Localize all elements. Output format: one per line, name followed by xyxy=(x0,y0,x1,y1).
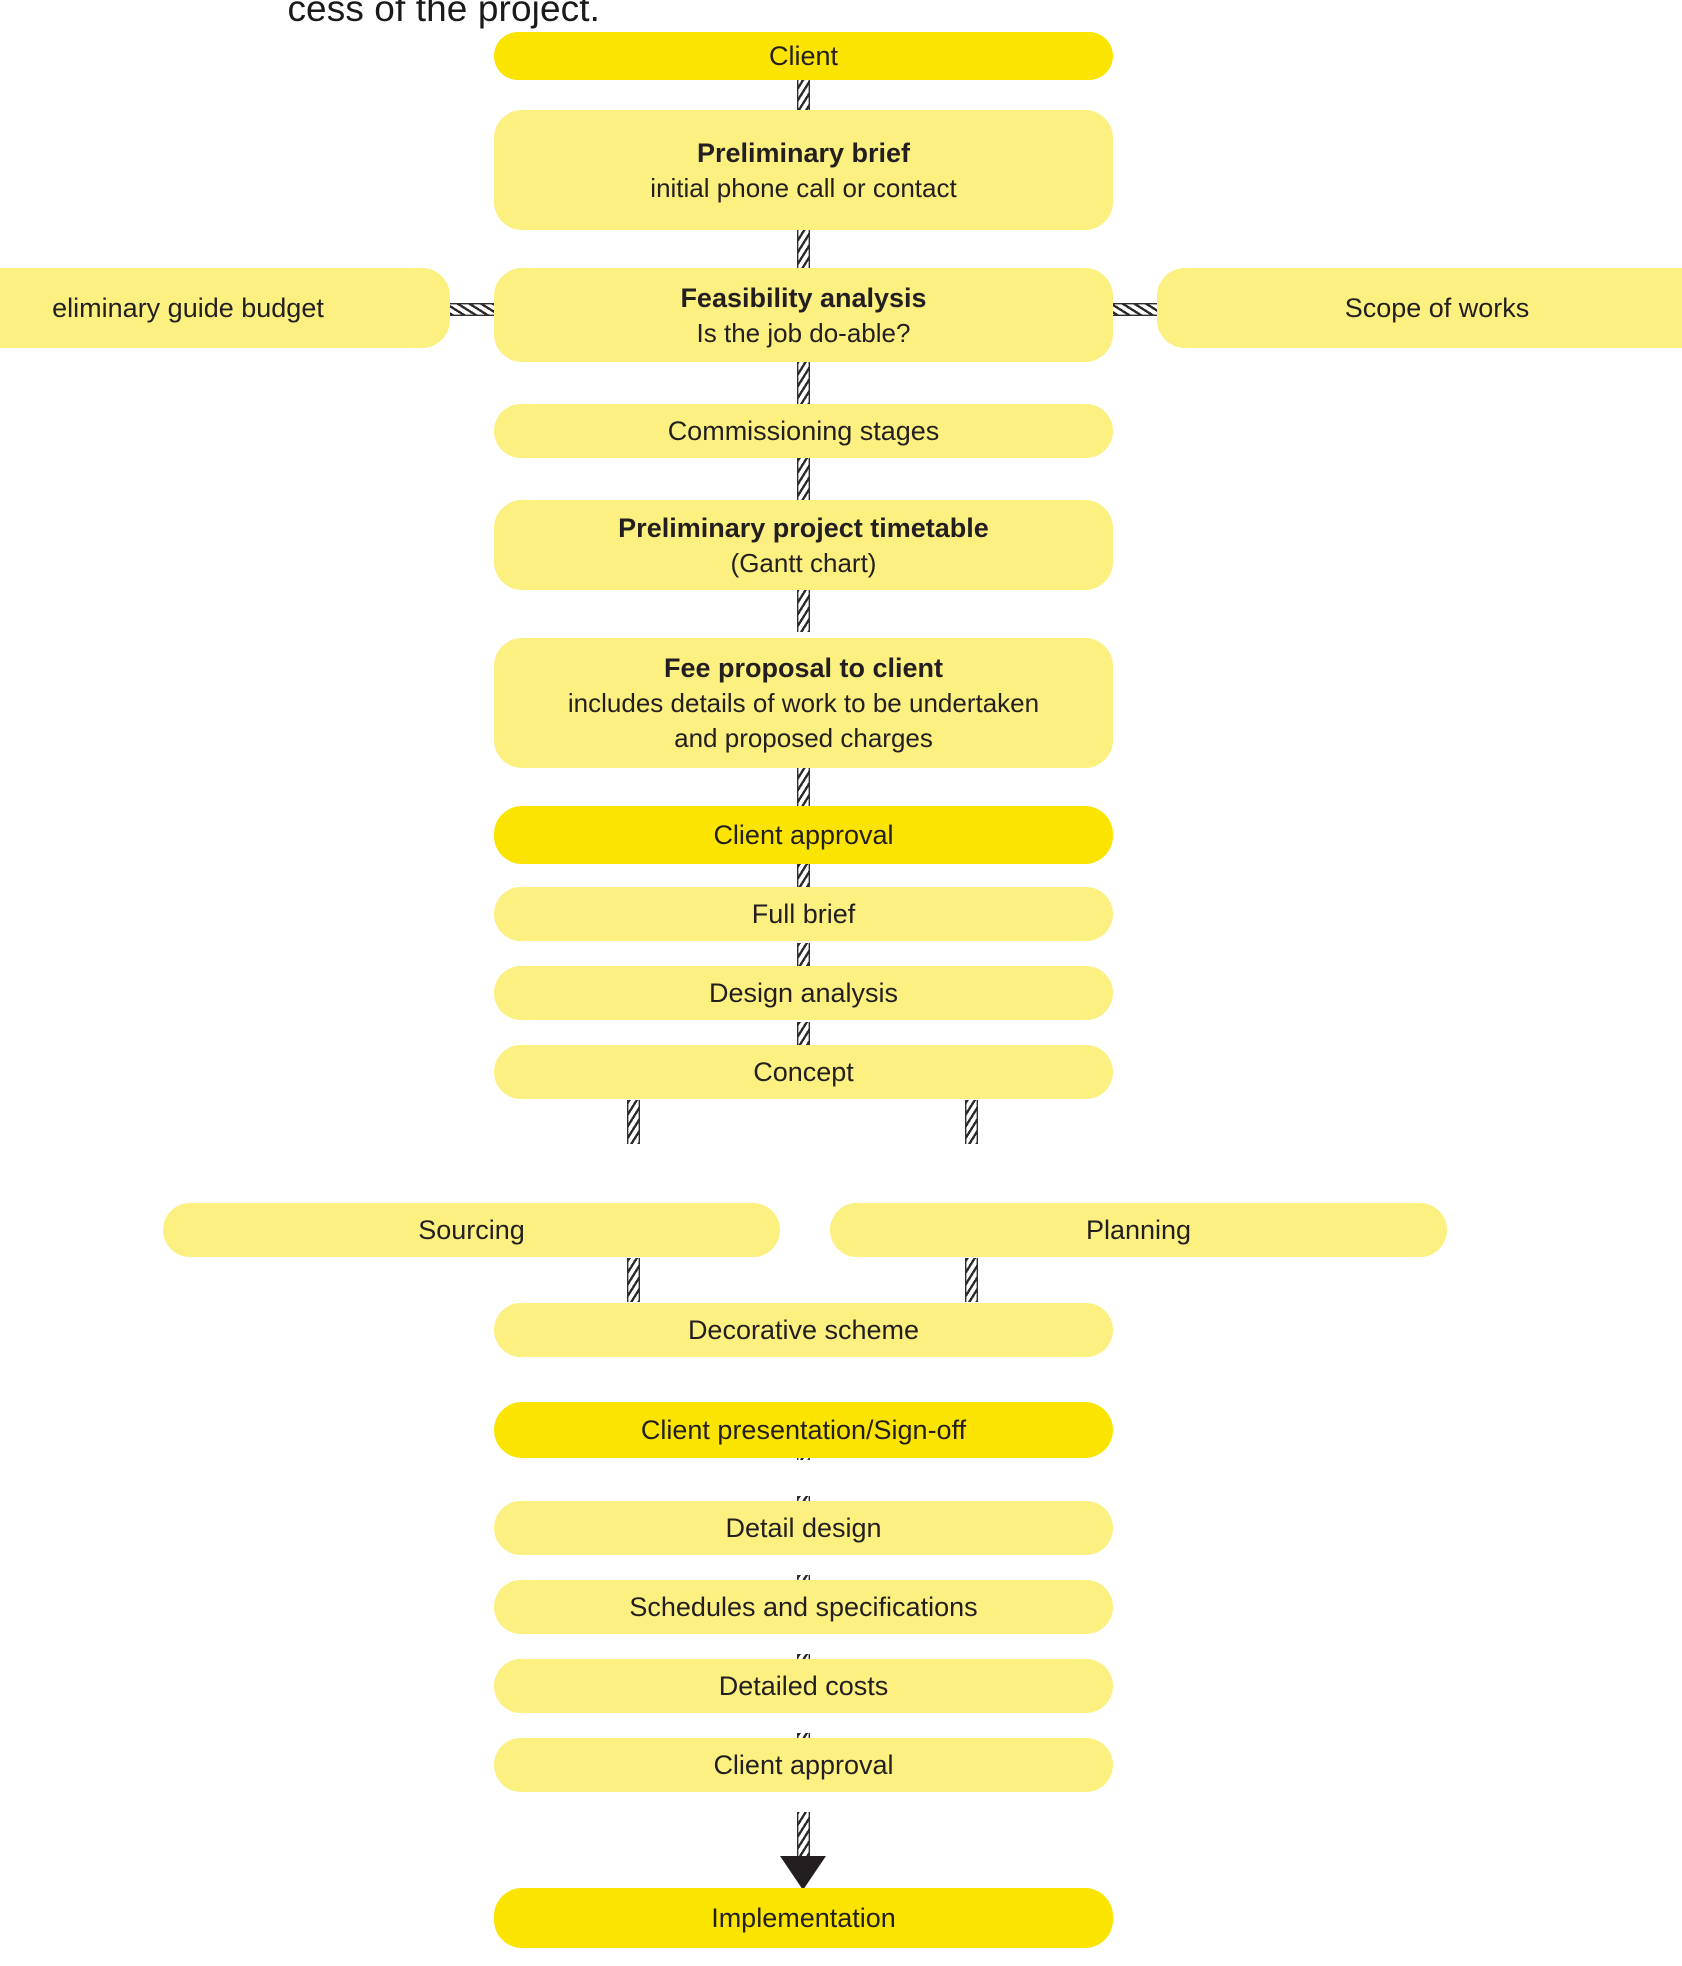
node-feasibility-analysis-label: Feasibility analysis xyxy=(680,282,927,313)
node-client-approval-first[interactable]: Client approval xyxy=(494,806,1113,864)
connector-feasibility-to-scope xyxy=(1105,303,1167,316)
node-decorative-scheme[interactable]: Decorative scheme xyxy=(494,1303,1113,1357)
node-preliminary-project-timetable-label: Preliminary project timetable xyxy=(618,512,989,543)
node-preliminary-project-timetable[interactable]: Preliminary project timetable (Gantt cha… xyxy=(494,500,1113,590)
node-preliminary-guide-budget[interactable]: eliminary guide budget xyxy=(0,268,450,348)
node-client-approval-second[interactable]: Client approval xyxy=(494,1738,1113,1792)
connector-client-approval-to-implementation xyxy=(797,1812,810,1866)
node-concept-label: Concept xyxy=(753,1057,854,1087)
page-caption: cess of the project. xyxy=(287,0,600,29)
node-commissioning-stages-label: Commissioning stages xyxy=(667,416,940,446)
connector-sourcing-to-decorative-scheme xyxy=(627,1258,640,1302)
node-implementation-label: Implementation xyxy=(711,1903,896,1933)
node-schedules-and-specifications-label: Schedules and specifications xyxy=(629,1592,978,1622)
node-sourcing-label: Sourcing xyxy=(418,1215,525,1245)
connector-commissioning-to-timetable xyxy=(797,458,810,502)
connector-planning-to-decorative-scheme xyxy=(965,1258,978,1302)
node-feasibility-analysis-subtitle: Is the job do-able? xyxy=(696,317,911,348)
node-detail-design[interactable]: Detail design xyxy=(494,1501,1113,1555)
node-client-presentation-sign-off-label: Client presentation/Sign-off xyxy=(640,1415,967,1445)
connector-fee-proposal-to-client-approval xyxy=(797,766,810,808)
node-design-analysis-label: Design analysis xyxy=(708,978,899,1008)
node-client-approval-second-label: Client approval xyxy=(713,1750,894,1780)
connector-client-to-preliminary-brief xyxy=(797,78,810,118)
node-detail-design-label: Detail design xyxy=(725,1513,882,1543)
node-implementation[interactable]: Implementation xyxy=(494,1888,1113,1948)
node-decorative-scheme-label: Decorative scheme xyxy=(687,1315,920,1345)
connector-concept-to-sourcing xyxy=(627,1100,640,1144)
node-detailed-costs-label: Detailed costs xyxy=(718,1671,889,1701)
node-scope-of-works-label: Scope of works xyxy=(1344,293,1530,323)
connector-budget-to-feasibility xyxy=(440,303,502,316)
node-preliminary-brief-label: Preliminary brief xyxy=(696,137,911,168)
node-client-presentation-sign-off[interactable]: Client presentation/Sign-off xyxy=(494,1402,1113,1458)
node-concept[interactable]: Concept xyxy=(494,1045,1113,1099)
node-preliminary-brief-subtitle: initial phone call or contact xyxy=(650,172,957,203)
arrowhead-icon xyxy=(780,1856,826,1890)
node-preliminary-project-timetable-subtitle: (Gantt chart) xyxy=(730,547,877,578)
node-fee-proposal-subtitle-2: and proposed charges xyxy=(674,723,933,753)
node-feasibility-analysis[interactable]: Feasibility analysis Is the job do-able? xyxy=(494,268,1113,362)
node-detailed-costs[interactable]: Detailed costs xyxy=(494,1659,1113,1713)
node-design-analysis[interactable]: Design analysis xyxy=(494,966,1113,1020)
connector-timetable-to-fee-proposal xyxy=(797,588,810,632)
node-client[interactable]: Client xyxy=(494,32,1113,80)
node-client-label: Client xyxy=(768,41,839,71)
node-preliminary-brief[interactable]: Preliminary brief initial phone call or … xyxy=(494,110,1113,230)
node-preliminary-guide-budget-label: eliminary guide budget xyxy=(52,293,324,323)
node-full-brief[interactable]: Full brief xyxy=(494,887,1113,941)
node-fee-proposal[interactable]: Fee proposal to client includes details … xyxy=(494,638,1113,768)
node-planning[interactable]: Planning xyxy=(830,1203,1447,1257)
node-full-brief-label: Full brief xyxy=(751,899,856,929)
connector-concept-to-planning xyxy=(965,1100,978,1144)
node-schedules-and-specifications[interactable]: Schedules and specifications xyxy=(494,1580,1113,1634)
node-scope-of-works[interactable]: Scope of works xyxy=(1157,268,1682,348)
node-planning-label: Planning xyxy=(1085,1215,1192,1245)
node-fee-proposal-subtitle: includes details of work to be undertake… xyxy=(567,688,1040,718)
node-commissioning-stages[interactable]: Commissioning stages xyxy=(494,404,1113,458)
node-client-approval-first-label: Client approval xyxy=(713,820,894,850)
connector-preliminary-brief-to-feasibility xyxy=(797,228,810,270)
node-fee-proposal-label: Fee proposal to client xyxy=(663,653,944,683)
connector-feasibility-to-commissioning xyxy=(797,360,810,404)
node-sourcing[interactable]: Sourcing xyxy=(163,1203,780,1257)
